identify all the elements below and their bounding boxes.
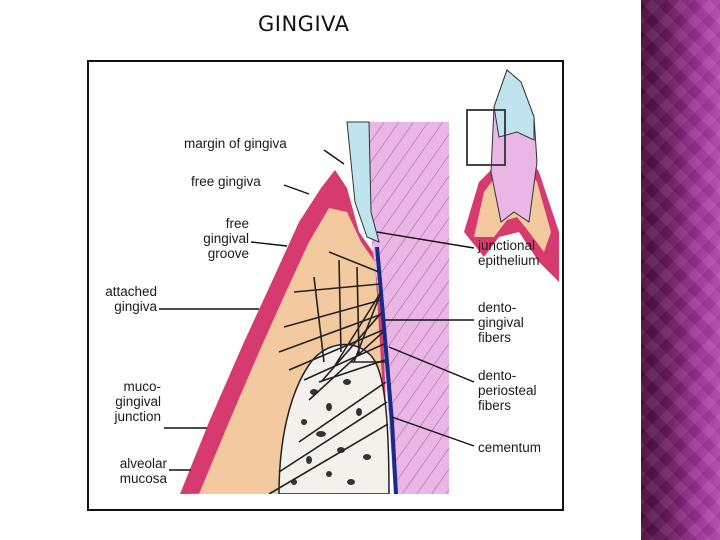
leader-lines	[159, 149, 475, 471]
inset-highlight-box	[466, 109, 506, 166]
label-dentoperiosteal-fibers: dento- periosteal fibers	[478, 368, 537, 413]
label-junctional-epithelium: junctional epithelium	[478, 238, 540, 268]
figure-bottom-margin	[89, 494, 562, 509]
label-cementum: cementum	[478, 440, 542, 455]
enamel	[346, 121, 380, 243]
label-mucogingival-junction: muco- gingival junction	[114, 379, 161, 424]
inset-tooth-overview	[464, 69, 559, 282]
alveolar-bone	[278, 343, 390, 495]
bone-trabeculae	[291, 379, 371, 485]
slide-title: GINGIVA	[258, 12, 350, 36]
label-free-gingiva: free gingiva	[191, 174, 261, 189]
label-dentogingival-fibers: dento- gingival fibers	[478, 300, 524, 345]
dentin-tubules	[357, 122, 449, 494]
gingiva-diagram: margin of gingiva free gingiva free ging…	[87, 60, 564, 511]
label-attached-gingiva: attached gingiva	[105, 284, 157, 314]
label-margin-of-gingiva: margin of gingiva	[184, 136, 287, 151]
label-free-gingival-groove: free gingival groove	[203, 216, 249, 261]
decorative-side-band	[641, 0, 720, 540]
cementum-line	[375, 246, 398, 495]
label-alveolar-mucosa: alveolar mucosa	[119, 456, 167, 486]
periodontal-fibers	[268, 251, 389, 495]
diagram-illustration	[89, 69, 562, 509]
